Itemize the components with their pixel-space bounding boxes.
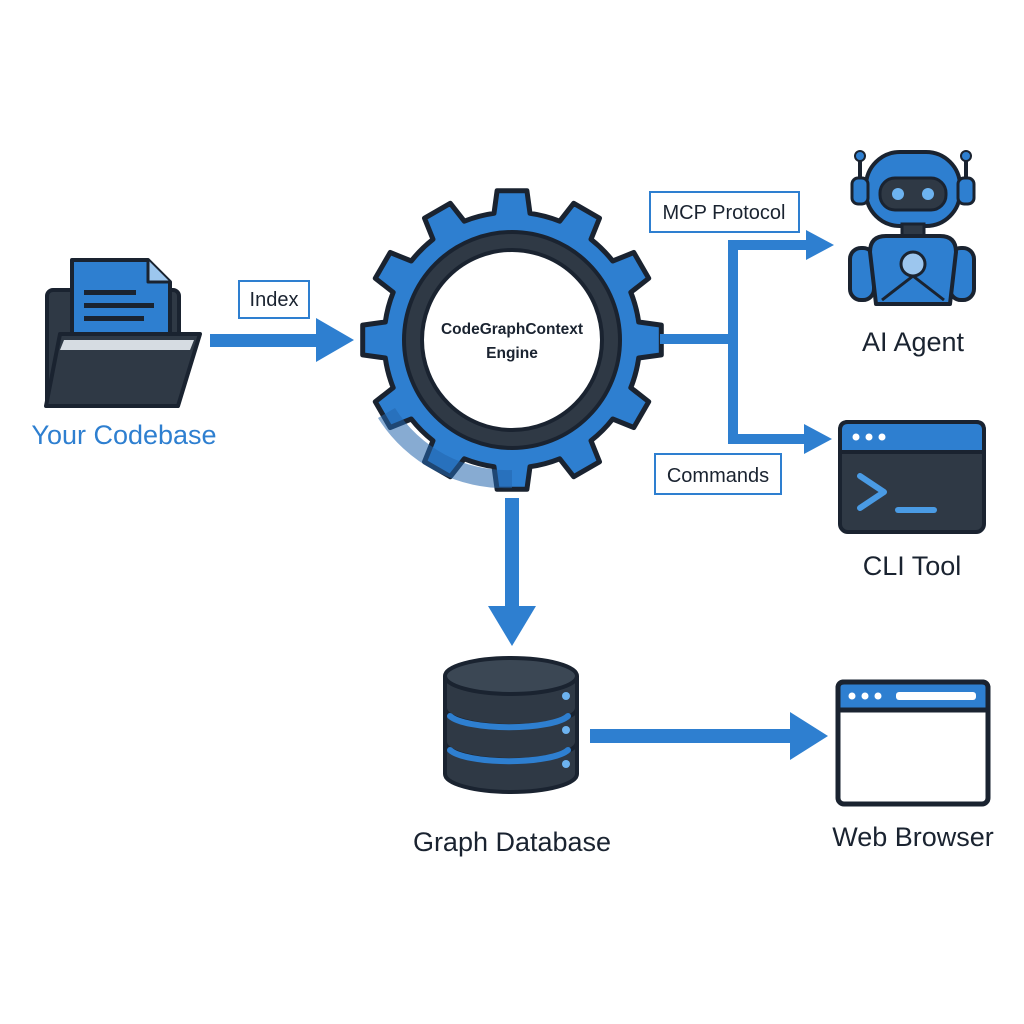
cli-tool-label: CLI Tool — [863, 551, 962, 581]
ai-agent-label: AI Agent — [862, 327, 965, 357]
graph-database-label: Graph Database — [413, 827, 611, 857]
engine-branch-arrows — [660, 230, 834, 454]
mcp-label-box — [649, 191, 800, 233]
index-arrow — [210, 318, 354, 362]
browser-window-icon — [835, 679, 991, 807]
mcp-label: MCP Protocol — [662, 202, 785, 224]
robot-icon — [848, 150, 976, 306]
browser-arrow — [590, 712, 828, 760]
gear-icon — [360, 188, 664, 492]
commands-label-box — [654, 453, 782, 495]
database-arrow — [488, 498, 536, 646]
folder-document-icon — [44, 258, 202, 408]
index-label-box — [238, 280, 310, 319]
engine-label-line2: Engine — [486, 345, 538, 362]
database-icon — [443, 656, 579, 794]
web-browser-label: Web Browser — [832, 822, 994, 852]
terminal-icon — [838, 420, 986, 534]
codebase-label: Your Codebase — [31, 420, 216, 450]
commands-label: Commands — [667, 465, 769, 487]
engine-label-line1: CodeGraphContext — [441, 321, 583, 338]
index-label: Index — [250, 289, 299, 311]
